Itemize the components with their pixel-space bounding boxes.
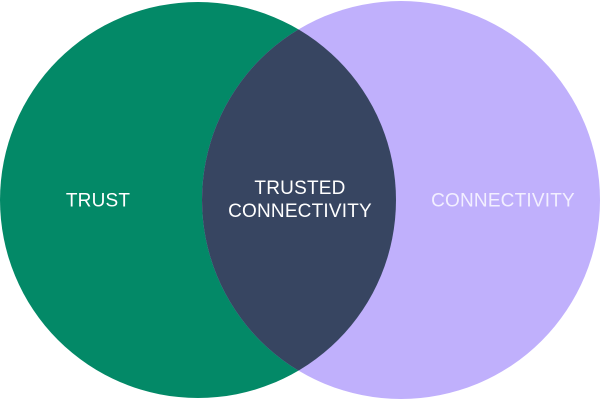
trust-label: TRUST <box>65 190 131 212</box>
intersection-label-line1: TRUSTED <box>254 178 346 199</box>
intersection-region <box>202 2 396 398</box>
intersection-label-line2: CONNECTIVITY <box>228 201 372 222</box>
connectivity-label: CONNECTIVITY <box>431 190 575 212</box>
intersection-label: TRUSTED CONNECTIVITY <box>228 177 372 223</box>
